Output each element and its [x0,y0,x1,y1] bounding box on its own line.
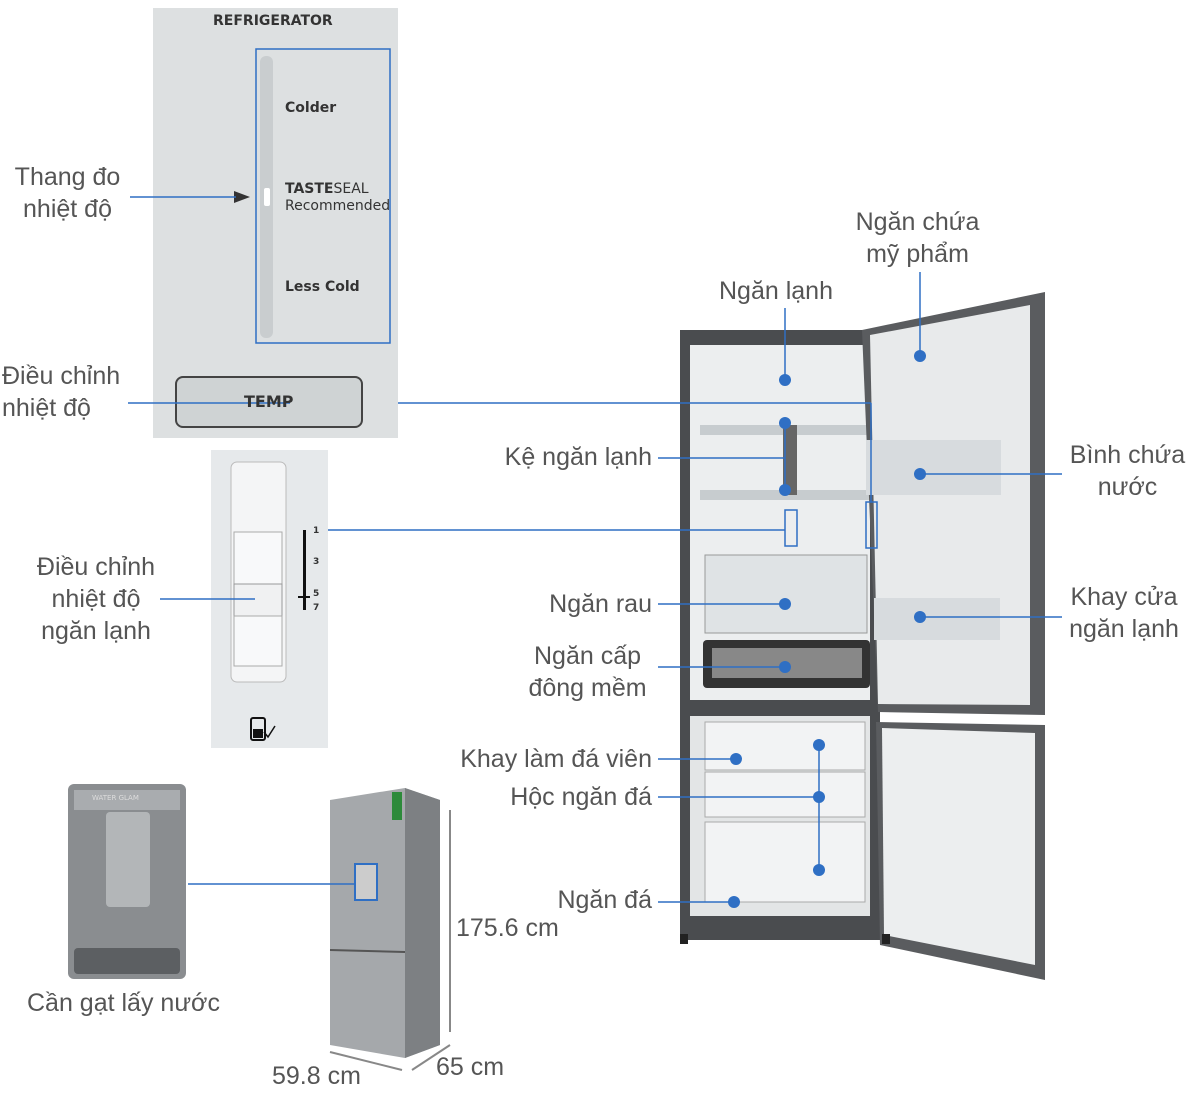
label-ice-tray: Khay làm đá viên [460,745,652,773]
label-depth: 65 cm [436,1053,505,1081]
water-filter-icon [250,717,266,741]
temp-button-shape [175,376,363,428]
tasteseal-label: TASTESEAL [285,181,369,197]
label-freezer-drawer: Hộc ngăn đá [510,783,652,811]
panel-title: REFRIGERATOR [213,13,333,29]
colder-label: Colder [285,100,337,116]
control-panel-bg [153,8,398,438]
marker-dots [728,350,926,908]
recommended-label: Recommended [285,198,391,214]
dial-mark-1: 1 [313,526,320,536]
temp-button[interactable]: TEMP [244,392,294,411]
leader-lines [128,196,1062,903]
dial-mark-5: 5 [313,589,320,599]
label-fridge-compartment: Ngăn lạnh [719,277,833,305]
label-water-lever: Cần gạt lấy nước [27,989,220,1017]
width-arrow [329,1051,403,1071]
dial-mark-7: 7 [313,603,320,613]
dispenser-brand: WATER GLAM [92,794,139,802]
less-cold-label: Less Cold [285,279,360,295]
label-height: 175.6 cm [456,914,559,942]
dial-mark-3: 3 [313,557,320,567]
label-vegetable-drawer: Ngăn rau [549,590,652,618]
label-fridge-shelf: Kệ ngăn lạnh [504,443,652,471]
scale-highlight-box [255,48,391,344]
label-freezer: Ngăn đá [557,886,652,914]
arrow-icon [234,191,250,203]
depth-arrow [411,1044,451,1071]
dispenser-highlight-box [354,863,378,901]
label-width: 59.8 cm [272,1062,361,1090]
led-active [264,188,270,206]
